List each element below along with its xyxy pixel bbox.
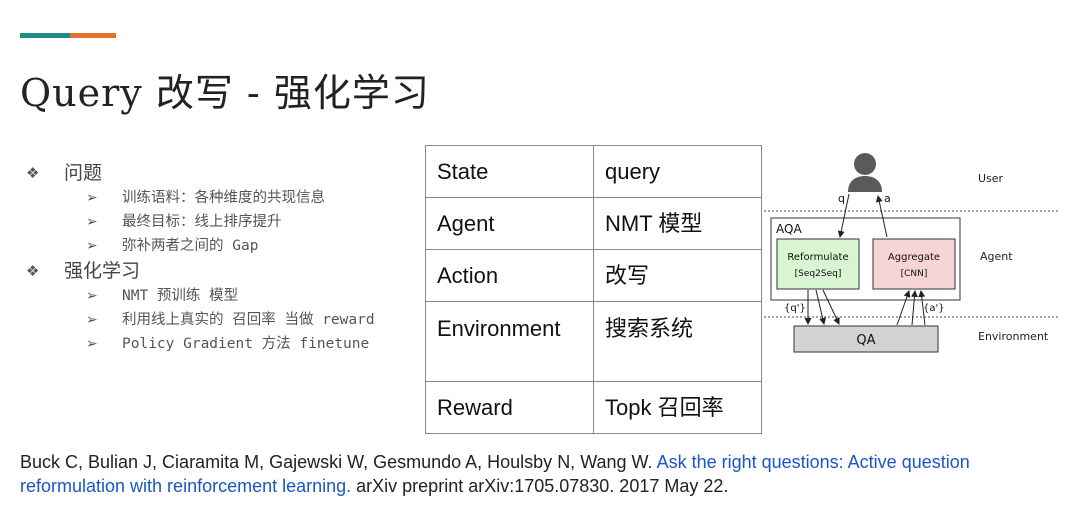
accent-bar-orange xyxy=(70,33,116,38)
aggregate-label: Aggregate xyxy=(888,252,940,263)
arrow-bullet-icon: ➢ xyxy=(86,190,98,206)
diamond-bullet-icon: ❖ xyxy=(26,164,40,182)
person-icon xyxy=(848,153,882,192)
citation-paper-link[interactable]: Ask the right questions: Active question… xyxy=(20,452,970,496)
table-cell-key: Agent xyxy=(425,197,594,250)
table-cell-value: NMT 模型 xyxy=(593,197,762,250)
table-cell-key: Reward xyxy=(425,381,594,434)
bullet-list: ❖ 问题 ➢ 训练语料：各种维度的共现信息 ➢ 最终目标：线上排序提升 ➢ 弥补… xyxy=(26,160,426,356)
table-cell-value: 改写 xyxy=(593,249,762,302)
accent-bar-teal xyxy=(20,33,70,38)
q-prime-label: {q'} xyxy=(784,303,806,314)
reformulate-sub: [Seq2Seq] xyxy=(795,269,842,279)
table-row: Action 改写 xyxy=(425,249,762,302)
aggregate-box xyxy=(872,238,956,290)
bullet-heading: 问题 xyxy=(64,162,103,184)
environment-label: Environment xyxy=(978,330,1049,343)
rl-mapping-table: State query Agent NMT 模型 Action 改写 Envir… xyxy=(425,145,762,434)
arrow-bullet-icon: ➢ xyxy=(86,238,98,254)
reformulate-label: Reformulate xyxy=(787,252,848,263)
bullet-heading: 强化学习 xyxy=(64,260,141,282)
bullet-text: 利用线上真实的 召回率 当做 reward xyxy=(122,312,375,328)
table-row: State query xyxy=(425,145,762,198)
bullet-text: 训练语料：各种维度的共现信息 xyxy=(122,190,325,206)
bullet-level1: ❖ 问题 xyxy=(26,160,426,186)
a-arrow xyxy=(875,195,888,238)
q-arrow xyxy=(837,193,850,238)
aqa-label: AQA xyxy=(776,222,802,236)
accent-bar xyxy=(20,33,116,38)
q-prime-arrow xyxy=(822,289,840,325)
a-prime-arrow xyxy=(910,290,918,326)
arrow-bullet-icon: ➢ xyxy=(86,288,98,304)
bullet-text: 弥补两者之间的 Gap xyxy=(122,238,259,254)
bullet-level2: ➢ 利用线上真实的 召回率 当做 reward xyxy=(26,308,426,332)
aqa-diagram: User Agent Environment AQA Reformulate [… xyxy=(764,153,1058,353)
table-cell-value: Topk 召回率 xyxy=(593,381,762,434)
arrow-bullet-icon: ➢ xyxy=(86,312,98,328)
citation: Buck C, Bulian J, Ciaramita M, Gajewski … xyxy=(20,450,1065,498)
aggregate-sub: [CNN] xyxy=(901,269,928,279)
arrow-bullet-icon: ➢ xyxy=(86,336,98,352)
bullet-level2: ➢ 最终目标：线上排序提升 xyxy=(26,210,426,234)
bullet-level1: ❖ 强化学习 xyxy=(26,258,426,284)
a-prime-label: {a'} xyxy=(923,303,945,314)
bullet-level2: ➢ NMT 预训练 模型 xyxy=(26,284,426,308)
page-title: Query 改写 - 强化学习 xyxy=(20,71,430,115)
table-row: Environment 搜索系统 xyxy=(425,301,762,382)
citation-source: arXiv preprint arXiv:1705.07830. 2017 Ma… xyxy=(351,476,729,496)
bullet-text: Policy Gradient 方法 finetune xyxy=(122,336,370,352)
a-prime-arrow xyxy=(896,290,911,326)
table-cell-key: State xyxy=(425,145,594,198)
bullet-level2: ➢ Policy Gradient 方法 finetune xyxy=(26,332,426,356)
bullet-level2: ➢ 训练语料：各种维度的共现信息 xyxy=(26,186,426,210)
bullet-text: 最终目标：线上排序提升 xyxy=(122,214,282,230)
user-label: User xyxy=(978,172,1004,185)
qa-label: QA xyxy=(856,333,875,348)
table-row: Reward Topk 召回率 xyxy=(425,381,762,434)
arrow-bullet-icon: ➢ xyxy=(86,214,98,230)
table-row: Agent NMT 模型 xyxy=(425,197,762,250)
agent-label: Agent xyxy=(980,250,1013,263)
table-cell-value: query xyxy=(593,145,762,198)
qa-box xyxy=(793,325,939,353)
q-label: q xyxy=(838,192,845,205)
reformulate-box xyxy=(776,238,860,290)
diamond-bullet-icon: ❖ xyxy=(26,262,40,280)
table-cell-key: Environment xyxy=(425,301,594,382)
table-cell-value: 搜索系统 xyxy=(593,301,762,382)
a-prime-arrow xyxy=(918,290,926,326)
q-prime-arrow xyxy=(815,289,827,325)
a-label: a xyxy=(884,192,891,205)
bullet-text: NMT 预训练 模型 xyxy=(122,288,239,304)
citation-authors: Buck C, Bulian J, Ciaramita M, Gajewski … xyxy=(20,452,657,472)
table-cell-key: Action xyxy=(425,249,594,302)
bullet-level2: ➢ 弥补两者之间的 Gap xyxy=(26,234,426,258)
